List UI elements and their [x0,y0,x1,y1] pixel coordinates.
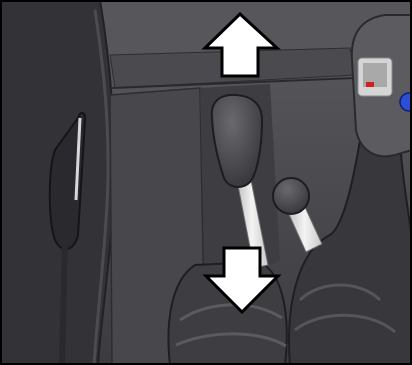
red-indicator [366,82,374,87]
small-lever-knob [273,178,309,214]
left-handle-rod [62,240,65,365]
